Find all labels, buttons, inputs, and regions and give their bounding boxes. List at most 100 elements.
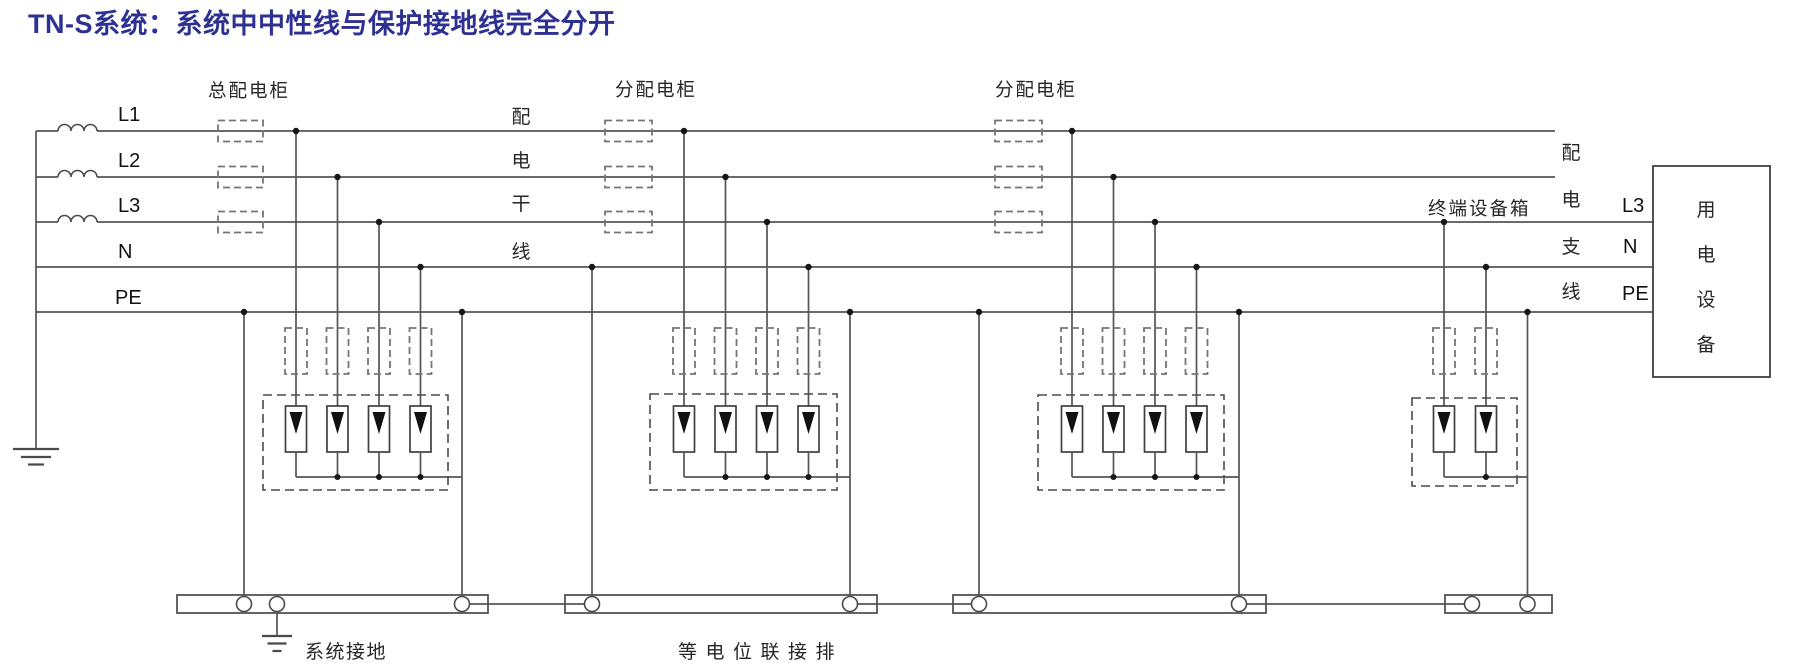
fuse-box — [217, 210, 264, 234]
earth-bar-3 — [952, 594, 1267, 614]
junction-dot — [722, 173, 729, 181]
earth-bar-1 — [176, 594, 489, 614]
spd-disconnector — [755, 327, 779, 375]
spd-disconnector — [1184, 327, 1209, 375]
junction-dot — [722, 474, 729, 480]
junction-dot — [292, 127, 300, 135]
bus-label-l1: L1 — [118, 104, 140, 126]
load-equipment-box — [1652, 165, 1771, 378]
junction-dot — [764, 474, 770, 480]
junction-dot — [680, 127, 688, 135]
equipotential-bar-label: 等电位联接排 — [678, 641, 843, 663]
arrester-arrow-icon — [802, 412, 815, 434]
feeder-main-char-2: 干 — [511, 194, 530, 215]
sub-cabinet-1-label: 分配电柜 — [615, 79, 697, 100]
fuse-box — [994, 165, 1043, 189]
feeder-branch-char-2: 支 — [1561, 236, 1580, 258]
earthing-conductors — [240, 263, 1531, 604]
branch-label-n: N — [1623, 236, 1637, 258]
bus-label-l3: L3 — [118, 195, 140, 217]
terminal-circle — [583, 595, 601, 613]
spd-enclosure — [649, 393, 838, 491]
fuse-box — [217, 119, 264, 143]
bus-label-l2: L2 — [118, 150, 140, 172]
spd-disconnector — [1143, 327, 1167, 375]
load-box-char-3: 备 — [1696, 334, 1715, 356]
earth-symbol-icon — [13, 447, 59, 466]
inductor-coil-icon — [57, 169, 98, 178]
spd-group-terminal-box — [1411, 218, 1528, 487]
junction-dot — [1524, 308, 1531, 316]
arrester-arrow-icon — [1107, 412, 1120, 434]
arrester-arrow-icon — [1190, 412, 1203, 434]
feeder-branch-char-3: 线 — [1561, 281, 1580, 303]
earth-bars — [176, 594, 1553, 614]
terminal-circle — [1230, 595, 1248, 613]
junction-dot — [1440, 218, 1448, 226]
arrester-arrow-icon — [414, 412, 427, 434]
junction-dot — [417, 263, 424, 271]
main-cabinet-label: 总配电柜 — [208, 80, 290, 101]
spd-group-sub-cabinet-2 — [1037, 127, 1239, 491]
junction-dot — [334, 173, 341, 181]
earth-symbol-icon — [262, 634, 292, 653]
terminal-circle — [1463, 595, 1481, 613]
arrester-arrow-icon — [677, 412, 691, 434]
branch-label-l3: L3 — [1622, 195, 1644, 217]
junction-dot — [1068, 127, 1076, 135]
junction-dot — [1235, 308, 1243, 316]
junction-dot — [1483, 474, 1489, 480]
spd-disconnector — [713, 327, 738, 375]
source-earth — [13, 131, 59, 466]
junction-dot — [1110, 474, 1117, 480]
branch-label-pe: PE — [1622, 283, 1649, 305]
spd-disconnector — [284, 327, 308, 375]
feeder-branch-char-1: 电 — [1561, 189, 1580, 211]
terminal-circle — [1519, 595, 1536, 613]
spd-disconnector — [1060, 327, 1084, 375]
load-box-char-2: 设 — [1696, 289, 1715, 311]
spd-disconnector — [1432, 327, 1456, 375]
load-box-char-0: 用 — [1696, 200, 1715, 221]
bus-label-pe: PE — [115, 287, 142, 309]
junction-dot — [1482, 263, 1490, 271]
terminal-box-label: 终端设备箱 — [1428, 198, 1531, 219]
cabinet-inline-fuses — [217, 119, 1043, 234]
system-ground-label: 系统接地 — [305, 641, 387, 663]
spd-disconnector — [408, 327, 433, 375]
junction-dot — [805, 474, 812, 480]
spd-disconnector — [672, 327, 696, 375]
terminal-circle — [841, 595, 859, 613]
system-ground — [262, 611, 292, 653]
arrester-arrow-icon — [372, 412, 386, 434]
fuse-box — [994, 210, 1043, 234]
junction-dot — [240, 308, 248, 316]
load-box-char-1: 电 — [1696, 244, 1715, 266]
terminal-circle — [970, 595, 988, 613]
arrester-arrow-icon — [1065, 412, 1079, 434]
spd-group-sub-cabinet-1 — [649, 127, 850, 491]
fuse-box — [604, 119, 653, 143]
arrester-arrow-icon — [289, 412, 303, 434]
junction-dot — [375, 218, 383, 226]
arrester-arrow-icon — [331, 412, 344, 434]
junction-dot — [1110, 173, 1117, 181]
sub-cabinet-2-label: 分配电柜 — [995, 79, 1077, 100]
fuse-box — [994, 119, 1043, 143]
spd-group-main-cabinet — [262, 127, 462, 491]
junction-dot — [458, 308, 466, 316]
terminal-circle — [453, 595, 471, 613]
arrester-arrow-icon — [1148, 412, 1162, 434]
fuse-box — [604, 210, 653, 234]
junction-dot — [1193, 474, 1200, 480]
spd-enclosure — [1411, 397, 1518, 487]
bus-lines — [36, 123, 1653, 313]
spd-disconnector — [1474, 327, 1498, 375]
inductor-coil-icon — [57, 123, 98, 132]
junction-dot — [1193, 263, 1200, 271]
labels: TN-S系统：系统中中性线与保护接地线完全分开 L1 L2 L3 N PE 总配… — [28, 8, 1716, 663]
terminal-circle — [268, 595, 286, 613]
junction-dot — [975, 308, 983, 316]
